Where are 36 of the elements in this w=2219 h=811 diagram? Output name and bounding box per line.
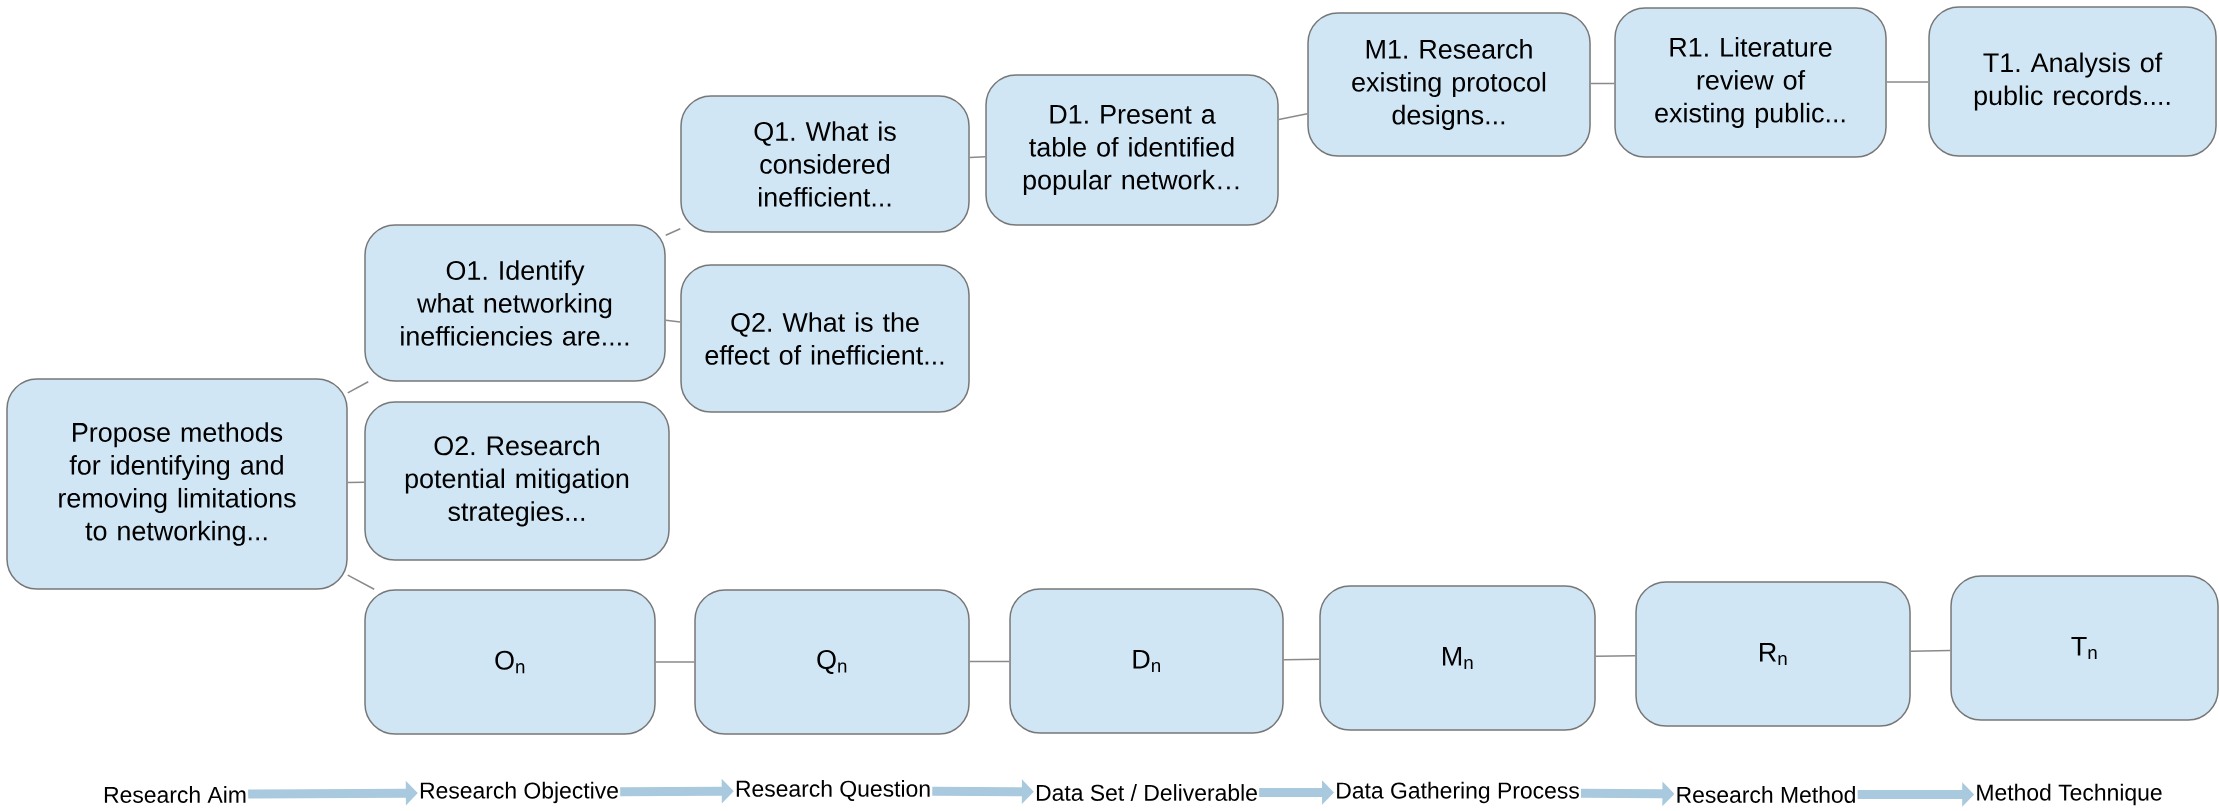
text-box: T1. Analysis of public records....	[1928, 6, 2217, 157]
connector-line	[1886, 81, 1930, 83]
category-label: Method Technique	[1977, 783, 2162, 806]
text-box: Q1. What is considered inefficient...	[680, 95, 970, 233]
connector-line	[1283, 658, 1320, 661]
text-box: O2. Research potential mitigation strategies...	[364, 401, 670, 561]
connector-line	[1595, 655, 1636, 657]
text-box: R1. Literature review of existing public...	[1614, 7, 1887, 158]
connector-line	[1590, 82, 1615, 85]
connector-line	[969, 660, 1010, 663]
text-box: R$_{n}$	[1635, 581, 1911, 727]
connector-line	[665, 319, 681, 323]
connector-line	[347, 481, 365, 484]
category-label: Research Aim	[104, 786, 246, 803]
text-box: M$_{n}$	[1319, 585, 1596, 731]
connector-line	[347, 574, 375, 590]
category-label: Research Objective	[420, 781, 618, 804]
category-label: Research Question	[736, 780, 930, 801]
connector-line	[1910, 649, 1952, 653]
connector-line	[655, 661, 695, 663]
text-box: M1. Research existing protocol designs...	[1307, 12, 1591, 157]
connector-line	[1278, 112, 1308, 121]
text-box: Q2. What is the effect of inefficient...	[680, 264, 970, 413]
text-box: Q$_{n}$	[694, 589, 970, 735]
text-box: D$_{n}$	[1009, 588, 1284, 734]
category-label: Data Set / Deliverable	[1036, 784, 1257, 801]
text-box: O$_{n}$	[364, 589, 656, 735]
text-box: T$_{n}$	[1950, 575, 2219, 721]
connector-line	[665, 227, 681, 236]
category-label: Research Method	[1677, 786, 1855, 803]
connector-line	[347, 381, 369, 394]
text-box: Propose methods for identifying and removing limitations to networking...	[6, 378, 348, 590]
text-box: D1. Present a table of identified popular network…	[985, 74, 1279, 226]
connector-line	[969, 155, 986, 159]
category-label: Data Gathering Process	[1337, 781, 1579, 804]
text-box: O1. Identify what networking inefficiencies are....	[364, 224, 666, 382]
